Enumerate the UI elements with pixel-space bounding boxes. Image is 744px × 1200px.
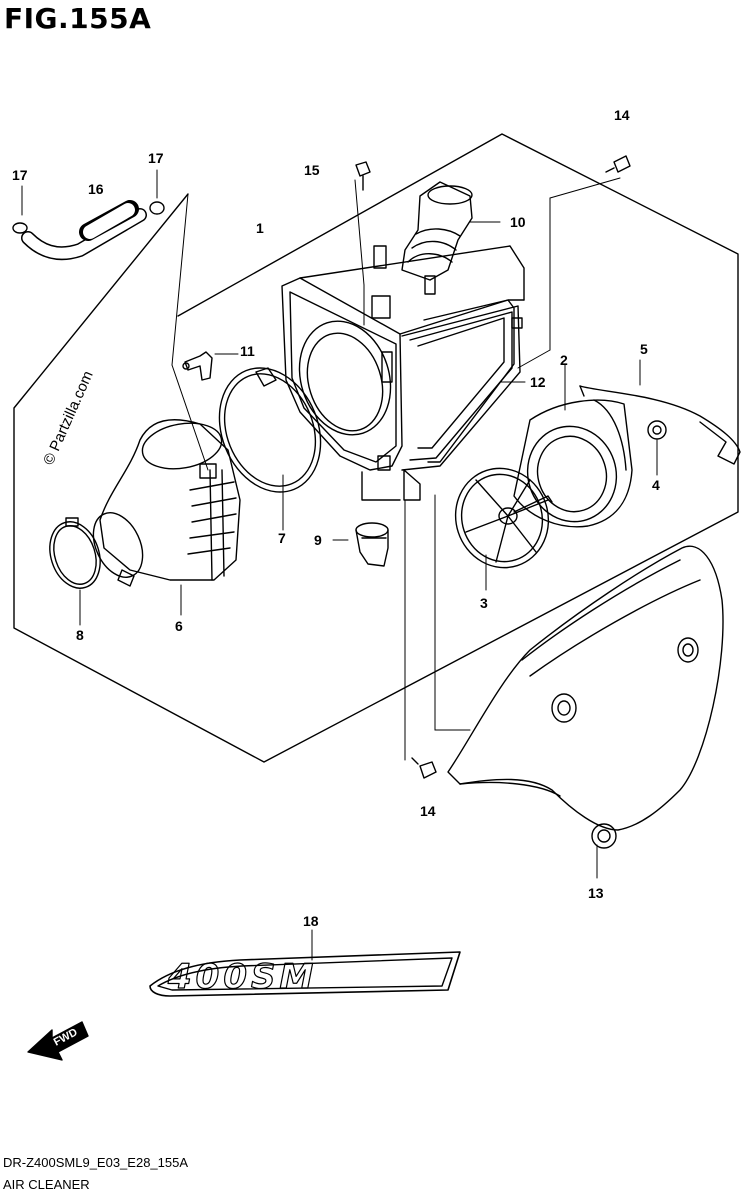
grommet xyxy=(647,420,667,440)
figure-code: DR-Z400SML9_E03_E28_155A xyxy=(3,1155,189,1170)
side-cover xyxy=(447,545,724,849)
callout-5: 5 xyxy=(640,341,648,357)
elbow-fitting xyxy=(182,351,213,381)
intake-boot xyxy=(371,181,473,319)
callout-8: 8 xyxy=(76,627,84,643)
callout-2: 2 xyxy=(560,352,568,368)
callout-14-top: 14 xyxy=(614,107,630,123)
figure-name: AIR CLEANER xyxy=(3,1177,90,1192)
callout-3: 3 xyxy=(480,595,488,611)
callout-7: 7 xyxy=(278,530,286,546)
callout-16: 16 xyxy=(88,181,104,197)
breather-hose xyxy=(12,200,165,261)
assembly-boundary xyxy=(13,133,739,763)
decal-text: 400SM xyxy=(167,957,317,997)
figure-title: FIG.155A xyxy=(4,2,152,35)
callout-14-bottom: 14 xyxy=(420,803,436,819)
screw-14-top xyxy=(605,155,631,173)
callout-6: 6 xyxy=(175,618,183,634)
callout-15: 15 xyxy=(304,162,320,178)
screw-15 xyxy=(355,161,371,191)
callout-17-right: 17 xyxy=(148,150,164,166)
case-seal xyxy=(423,299,515,463)
filter-element xyxy=(513,399,633,528)
decal-400sm xyxy=(149,951,461,997)
filter-cage xyxy=(454,467,553,569)
drain-plug xyxy=(355,522,389,567)
callout-1: 1 xyxy=(256,220,264,236)
callout-18: 18 xyxy=(303,913,319,929)
watermark: © Partzilla.com xyxy=(40,368,97,467)
leader-lines xyxy=(21,169,658,961)
callout-9: 9 xyxy=(314,532,322,548)
wire-clip xyxy=(579,385,741,465)
hose-clamp-8 xyxy=(49,517,101,589)
air-cleaner-case xyxy=(281,245,525,501)
callout-4: 4 xyxy=(652,477,660,493)
callout-10: 10 xyxy=(510,214,526,230)
callout-17-left: 17 xyxy=(12,167,28,183)
callout-labels: 1 2 3 4 5 6 7 8 9 10 11 12 13 14 14 15 1… xyxy=(12,107,660,929)
callout-13: 13 xyxy=(588,885,604,901)
callout-11: 11 xyxy=(240,343,255,359)
intake-duct xyxy=(92,419,241,587)
screw-14-bottom xyxy=(411,757,437,779)
fwd-arrow xyxy=(27,1021,89,1061)
callout-12: 12 xyxy=(530,374,546,390)
